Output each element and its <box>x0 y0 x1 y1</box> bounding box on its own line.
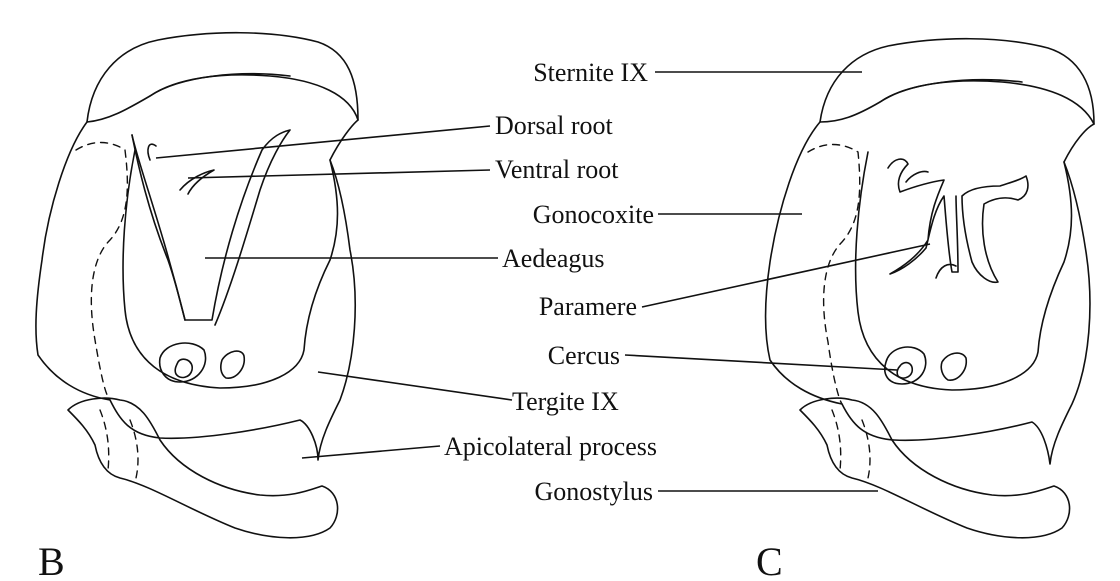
body-outline-b <box>36 120 358 460</box>
cercus-b <box>160 343 206 382</box>
leader-tergite <box>318 372 512 400</box>
drawing-c <box>766 39 1095 538</box>
label-aedeagus: Aedeagus <box>502 244 605 273</box>
label-dorsal-root: Dorsal root <box>495 111 613 140</box>
gonocoxite-dashed-b <box>76 143 127 401</box>
label-gonocoxite: Gonocoxite <box>533 200 654 229</box>
label-tergite-ix: Tergite IX <box>512 387 619 416</box>
leader-ventral-root <box>188 170 490 178</box>
leader-apicolateral <box>302 446 440 458</box>
leader-dorsal-root <box>156 126 490 158</box>
panel-label-c: C <box>756 539 783 581</box>
body-outline-c <box>766 122 1095 464</box>
panel-label-b: B <box>38 539 65 581</box>
leader-cercus <box>625 355 897 370</box>
label-ventral-root: Ventral root <box>495 155 619 184</box>
label-gonostylus: Gonostylus <box>535 477 653 506</box>
label-apicolateral-process: Apicolateral process <box>444 432 657 461</box>
labels: Sternite IX Dorsal root Ventral root Gon… <box>444 58 657 506</box>
paramere-c <box>888 159 958 274</box>
label-paramere: Paramere <box>539 292 637 321</box>
leader-paramere <box>642 244 930 307</box>
label-cercus: Cercus <box>548 341 620 370</box>
label-sternite-ix: Sternite IX <box>533 58 648 87</box>
sternite-ix-outline-b <box>87 33 358 122</box>
drawing-b <box>36 33 358 538</box>
